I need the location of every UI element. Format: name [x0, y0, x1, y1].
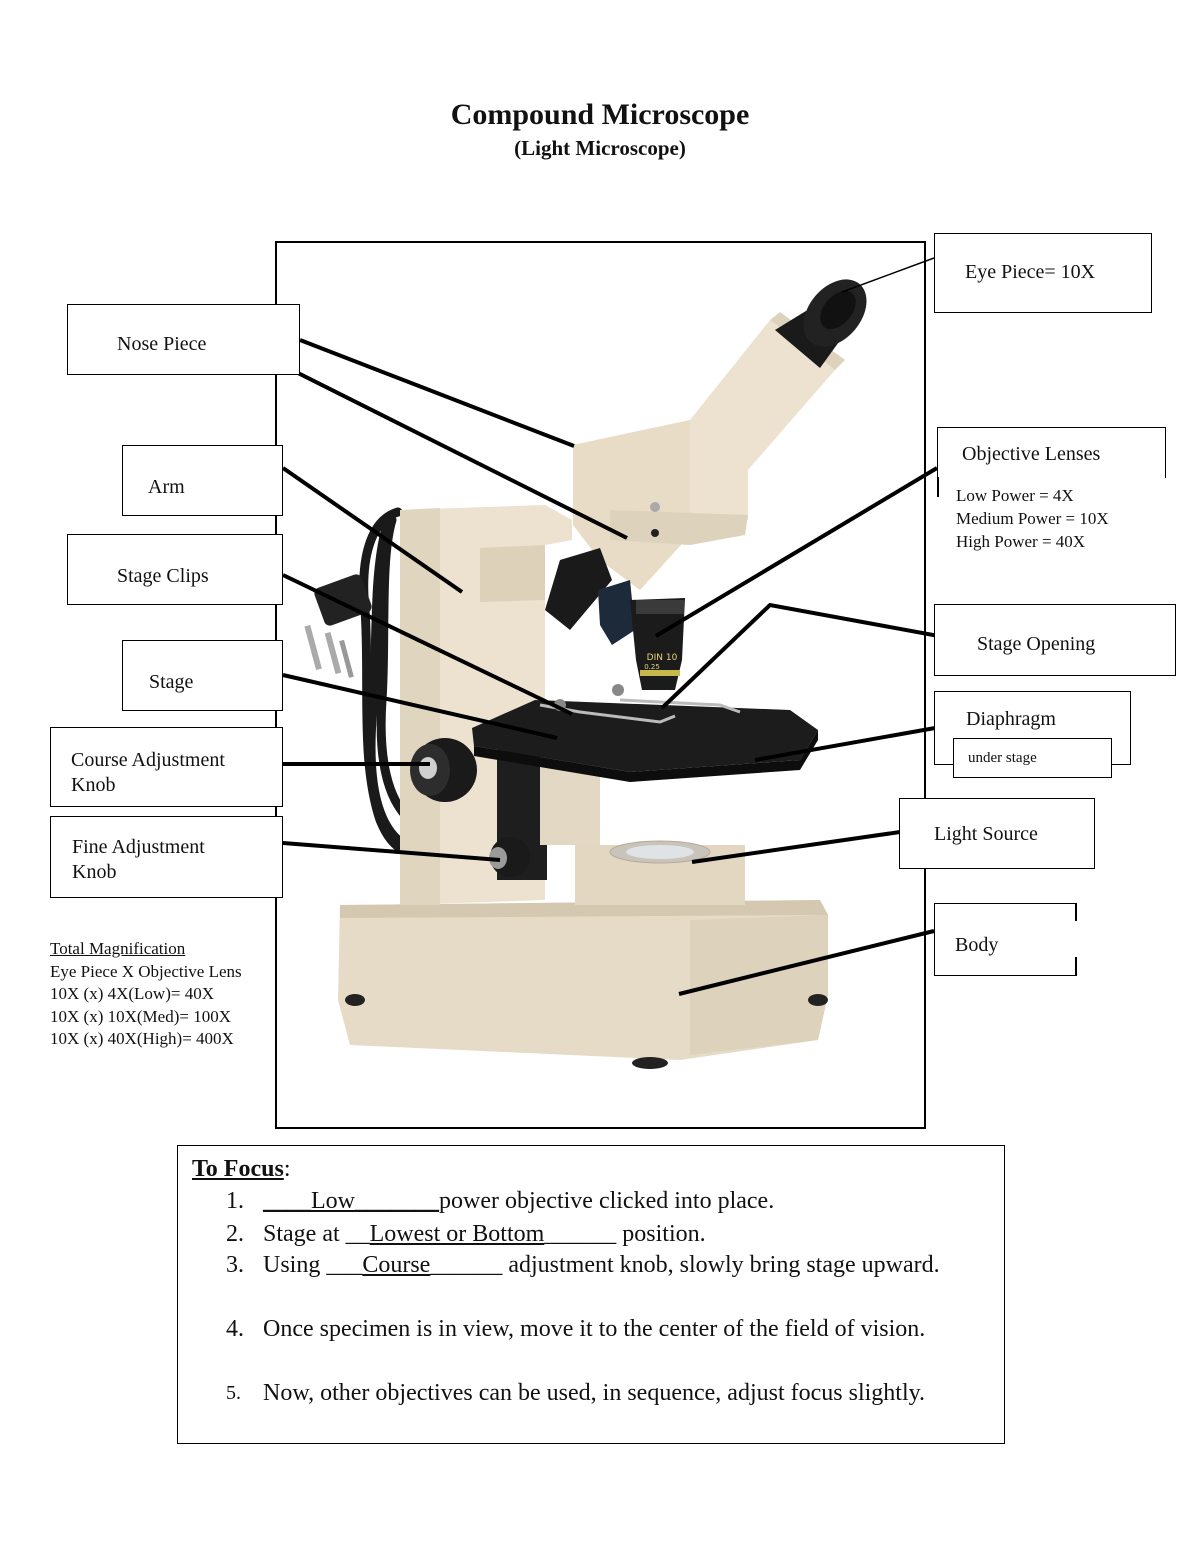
stage-plate — [472, 684, 818, 782]
page-title: Compound Microscope — [450, 98, 750, 131]
label-eye-piece: Eye Piece= 10X — [934, 233, 1152, 313]
label-arm: Arm — [122, 445, 283, 516]
objective-box-edge — [937, 477, 939, 497]
focus-heading: To Focus: — [192, 1156, 291, 1182]
label-stage-clips: Stage Clips — [67, 534, 283, 605]
label-stage: Stage — [122, 640, 283, 711]
leader-eye-piece — [841, 257, 935, 293]
magnification-high: 10X (x) 40X(High)= 400X — [50, 1029, 234, 1048]
leader-light-source — [691, 830, 901, 864]
objectives: DIN 10 0.25 — [545, 548, 685, 690]
leader-stage — [282, 673, 558, 740]
page-subtitle: (Light Microscope) — [514, 136, 686, 160]
light-housing — [575, 840, 745, 905]
leader-body — [678, 929, 935, 996]
objective-marking-2: 0.25 — [644, 663, 660, 671]
low-power-text: Low Power = 4X — [956, 486, 1074, 505]
label-nose-piece: Nose Piece — [67, 304, 300, 375]
leader-nose-piece-2 — [291, 368, 628, 540]
leader-lines — [281, 257, 945, 996]
leader-diaphragm — [754, 726, 936, 762]
magnification-notes: Total Magnification Eye Piece X Objectiv… — [50, 938, 242, 1051]
leader-fine-knob — [282, 841, 501, 862]
leader-stage-clips — [282, 573, 573, 716]
answer-course: Course — [362, 1252, 431, 1278]
body-box-edge-top — [1075, 903, 1077, 921]
focus-instructions: To Focus: 1. ____Low_______power objecti… — [177, 1145, 1005, 1444]
eyepiece-tube — [690, 279, 867, 470]
label-objective-lenses: Objective Lenses — [937, 427, 1166, 478]
label-body: Body — [934, 903, 1077, 976]
high-power-text: High Power = 40X — [956, 532, 1086, 551]
body-box-edge-bottom — [1075, 957, 1077, 975]
label-under-stage: under stage — [953, 738, 1112, 778]
magnification-formula: Eye Piece X Objective Lens — [50, 961, 242, 981]
label-fine-knob: Fine Adjustment Knob — [50, 816, 283, 898]
leader-stage-opening — [660, 602, 945, 710]
leader-arm — [281, 466, 464, 594]
objective-powers: Low Power = 4X Medium Power = 10X High P… — [956, 484, 1109, 553]
objective-marking-1: DIN 10 — [647, 653, 678, 663]
head — [573, 420, 748, 590]
magnification-low: 10X (x) 4X(Low)= 40X — [50, 984, 214, 1003]
magnification-med: 10X (x) 10X(Med)= 100X — [50, 1006, 231, 1026]
leader-nose-piece-1 — [299, 338, 575, 448]
power-cord — [359, 507, 425, 857]
base — [338, 900, 828, 1069]
answer-lowest: Lowest or Bottom — [369, 1221, 545, 1247]
coarse-knob — [410, 738, 477, 802]
medium-power-text: Medium Power = 10X — [956, 509, 1109, 528]
label-stage-opening: Stage Opening — [934, 604, 1176, 676]
leader-objectives — [654, 466, 939, 638]
label-course-knob: Course Adjustment Knob — [50, 727, 283, 807]
magnification-heading: Total Magnification — [50, 939, 186, 958]
answer-low: Low — [311, 1188, 355, 1214]
label-light-source: Light Source — [899, 798, 1095, 869]
